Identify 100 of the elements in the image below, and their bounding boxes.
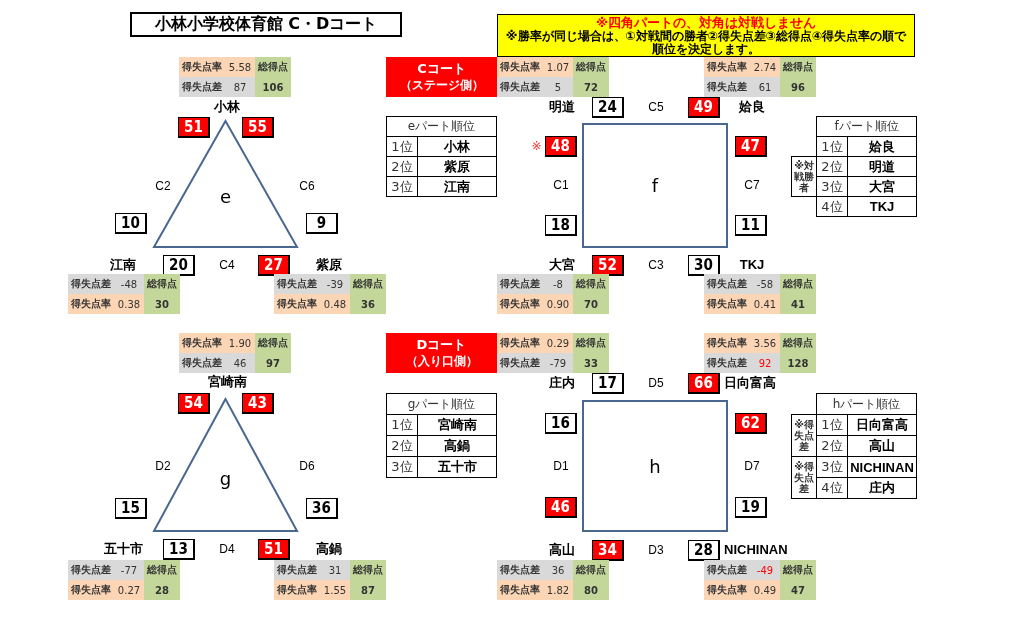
score-box: 51 [258, 539, 290, 560]
score-box: 62 [735, 413, 767, 434]
stat-heading: 得失点率 [704, 580, 750, 600]
team-name: 庄内 [549, 374, 575, 392]
title-box: 小林小学校体育館 C・Dコート [130, 12, 402, 37]
rank-team: 五十市 [417, 456, 497, 478]
stat-value: 28 [144, 580, 180, 600]
stat-value: -58 [750, 274, 780, 294]
stat-value: 36 [543, 560, 573, 580]
stat-value: 46 [225, 353, 255, 373]
part-letter: g [218, 467, 233, 490]
stat-heading: 得失点率 [179, 333, 225, 353]
stat-value: -79 [543, 353, 573, 373]
stat-value: 総得点 [573, 274, 609, 294]
rank-heading: fパート順位 [816, 116, 917, 137]
stat-value: 70 [573, 294, 609, 314]
stat-value: -39 [320, 274, 350, 294]
stat-heading: 得失点率 [497, 57, 543, 77]
match-label: C6 [299, 178, 315, 195]
stat-value: 36 [350, 294, 386, 314]
stat-value: 0.29 [543, 333, 573, 353]
stat-value: 総得点 [144, 560, 180, 580]
rank-team: TKJ [847, 196, 917, 217]
stat-heading: 得失点差 [274, 560, 320, 580]
stat-heading: 得失点率 [274, 294, 320, 314]
stat-value: 92 [750, 353, 780, 373]
stat-value: 1.82 [543, 580, 573, 600]
stat-value: 総得点 [780, 560, 816, 580]
stat-value: 0.41 [750, 294, 780, 314]
match-label: C5 [648, 99, 664, 116]
match-label: C7 [744, 177, 760, 194]
notice-box [497, 14, 915, 57]
stat-value: 2.74 [750, 57, 780, 77]
stat-heading: 得失点差 [497, 274, 543, 294]
score-box: 43 [242, 393, 274, 414]
stat-heading: 得失点率 [68, 294, 114, 314]
match-label: D3 [648, 542, 664, 559]
rank-team: 庄内 [847, 477, 917, 499]
side-note: ※対戦勝者 [791, 156, 817, 197]
stat-value: 総得点 [780, 274, 816, 294]
side-note: ※得失点差 [791, 456, 817, 499]
court-name: Dコート [416, 337, 467, 353]
stat-value: 128 [780, 353, 816, 373]
score-box: 11 [735, 215, 767, 236]
rank-place: 4位 [816, 196, 848, 217]
team-name: NICHINAN [724, 541, 788, 559]
part-letter: e [218, 185, 233, 208]
stat-value: -49 [750, 560, 780, 580]
score-box: 51 [178, 117, 210, 138]
notice-text: ※勝率が同じ場合は、①対戦間の勝者②得失点差③総得点④得失点率の順で順位を決定します。 [504, 30, 908, 56]
rank-team: 江南 [417, 176, 497, 197]
match-label: D5 [648, 375, 664, 392]
stat-value: 総得点 [780, 333, 816, 353]
team-name: 高山 [549, 541, 575, 559]
stat-value: 97 [255, 353, 291, 373]
stat-value: 0.90 [543, 294, 573, 314]
team-name: 姶良 [739, 98, 765, 116]
stat-value: 総得点 [350, 560, 386, 580]
stat-heading: 得失点率 [704, 333, 750, 353]
rank-place: 3位 [386, 176, 418, 197]
court-name: Cコート [417, 61, 466, 77]
stat-value: 33 [573, 353, 609, 373]
score-box: 46 [545, 497, 577, 518]
court-side: （入り口側） [405, 353, 478, 369]
stat-value: -77 [114, 560, 144, 580]
team-name: 高鍋 [316, 540, 342, 558]
match-label: D7 [744, 458, 760, 475]
stat-heading: 得失点率 [179, 57, 225, 77]
stat-value: 87 [225, 77, 255, 97]
score-box: 13 [163, 539, 195, 560]
stat-value: 総得点 [573, 333, 609, 353]
match-label: D6 [299, 458, 315, 475]
stat-heading: 得失点率 [497, 333, 543, 353]
rank-place: 3位 [386, 456, 418, 478]
score-box: 49 [688, 97, 720, 118]
note-mark: ※ [530, 138, 543, 154]
score-box: 27 [258, 255, 290, 276]
stat-value: -8 [543, 274, 573, 294]
team-name: 宮崎南 [207, 373, 247, 391]
stat-heading: 得失点差 [497, 353, 543, 373]
team-name: TKJ [739, 256, 765, 274]
score-box: 47 [735, 136, 767, 157]
match-label: D1 [553, 458, 569, 475]
stat-heading: 得失点差 [704, 353, 750, 373]
score-box: 17 [592, 373, 624, 394]
court-box [386, 333, 497, 373]
stat-value: 47 [780, 580, 816, 600]
stat-value: 1.07 [543, 57, 573, 77]
team-name: 明道 [549, 98, 575, 116]
stat-heading: 得失点差 [179, 77, 225, 97]
score-box: 9 [306, 213, 338, 234]
score-box: 34 [592, 540, 624, 561]
stat-value: 0.38 [114, 294, 144, 314]
score-box: 19 [735, 497, 767, 518]
score-box: 55 [242, 117, 274, 138]
stat-value: 3.56 [750, 333, 780, 353]
part-letter: h [648, 455, 662, 477]
match-label: C3 [648, 257, 664, 274]
match-label: D4 [219, 541, 235, 558]
match-label: C4 [219, 257, 235, 274]
